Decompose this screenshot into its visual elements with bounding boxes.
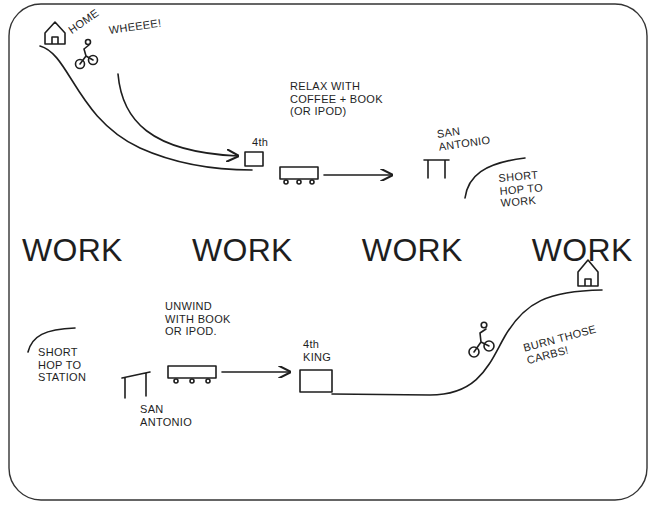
- work-banner: WORK WORK WORK WORK: [22, 232, 633, 269]
- frame: [9, 4, 647, 500]
- sketch-note: 4th KING: [303, 338, 339, 363]
- train: [280, 167, 318, 184]
- train-arrow: [222, 371, 290, 373]
- train-arrow: [324, 174, 392, 176]
- sketch-note: 4th: [252, 136, 268, 149]
- sketch-note: SAN ANTONIO: [436, 118, 509, 153]
- sketch-note: WHEEEE!: [108, 17, 162, 37]
- sketch-note: SHORT HOP TO STATION: [38, 346, 96, 384]
- hill-road: [40, 46, 252, 170]
- bike-rider: [469, 322, 494, 357]
- train: [168, 366, 216, 383]
- bike-rider: [76, 40, 98, 69]
- sketch-note: RELAX WITH COFFEE + BOOK (OR IPOD): [290, 80, 398, 118]
- sketch-note: HOME: [66, 6, 101, 36]
- sketch-note: SAN ANTONIO: [140, 403, 208, 428]
- sketch-note: BURN THOSE CARBS!: [522, 318, 617, 366]
- sketch-note: SHORT HOP TO WORK: [498, 166, 567, 210]
- station-san-antonio: [122, 372, 150, 398]
- home-house: [45, 22, 65, 44]
- station-4th-king: [300, 370, 332, 392]
- station-4th: [245, 152, 263, 166]
- sketch-note: UNWIND WITH BOOK OR IPOD.: [165, 300, 243, 338]
- station-san-antonio: [424, 160, 449, 178]
- downhill-arrow: [118, 74, 238, 156]
